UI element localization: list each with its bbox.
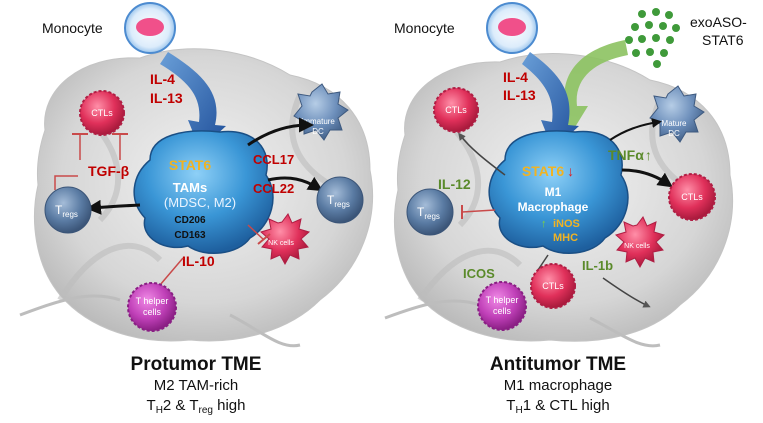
tam-to-treg-arrow-right — [267, 176, 324, 192]
il1b-label: IL-1b — [582, 258, 613, 273]
treg-cell-antitumor — [406, 188, 454, 236]
left-panel: Monocyte IL-4 IL-13 CTLs Immature DC STA… — [19, 2, 374, 348]
tam-inhibit-nk — [247, 224, 265, 241]
il12-label: IL-12 — [438, 176, 471, 192]
exoaso-particles — [625, 8, 680, 68]
il10-label: IL-10 — [182, 253, 215, 269]
thelper-cell-left — [127, 282, 177, 332]
ctls-label-right: CTLs — [681, 192, 703, 202]
right-panel: Monocyte exoASO- STAT6 IL-4 IL-13 CTLs M… — [384, 2, 747, 348]
il12-to-ctl-arrow — [458, 132, 506, 176]
treg-label-antitumor: Tregs — [417, 205, 440, 221]
ctl-cell-right — [668, 173, 716, 221]
tnfa-label: TNFα↑ — [608, 147, 652, 163]
thelper-label-1-right: T helper — [486, 295, 519, 305]
protumor-title: Protumor TME — [130, 354, 262, 375]
m1-inhibit-treg — [461, 209, 496, 213]
immature-dc-label-2: DC — [312, 127, 324, 136]
protumor-line-1: M2 TAM-rich — [153, 377, 239, 394]
nk-label-left: NK cells — [268, 240, 294, 247]
monocyte-cell-right — [486, 2, 538, 54]
monocyte-label-left: Monocyte — [42, 20, 103, 36]
ctls-label-bottom-right: CTLs — [542, 281, 564, 291]
ctl-cell-top-right — [433, 87, 479, 133]
thelper-label-1-left: T helper — [136, 296, 169, 306]
immature-dc-label-1: Immature — [301, 117, 335, 126]
il4-label-right: IL-4 — [503, 69, 528, 85]
exoaso-delivery-arrow — [552, 40, 628, 132]
antitumor-title: Antitumor TME — [489, 354, 627, 375]
ctl-cell-left — [79, 90, 125, 136]
tam-to-treg-arrow-left — [86, 199, 141, 215]
mature-dc-label-1: Mature — [662, 119, 687, 128]
m1-to-mature-dc-arrow — [609, 118, 662, 141]
m1-macrophage-cell — [488, 130, 629, 254]
monocyte-label-right: Monocyte — [394, 20, 455, 36]
monocyte-cell-left — [124, 2, 176, 54]
mature-dc-label-2: DC — [668, 129, 680, 138]
protumor-caption: Protumor TME M2 TAM-rich TH2 & Treg high — [46, 354, 346, 421]
exoaso-label-2: STAT6 — [702, 32, 744, 48]
il10-inhibit-thelper — [159, 257, 184, 286]
inos-up-arrow: ↑ — [541, 218, 547, 230]
m1-to-ctl-arrow — [621, 168, 673, 188]
treg-cell-right — [316, 176, 364, 224]
ctl-cell-bottom-right — [530, 263, 576, 309]
mdsc-m2-label: (MDSC, M2) — [164, 195, 236, 210]
thelper-label-2-left: cells — [143, 307, 162, 317]
macrophage-label: Macrophage — [518, 200, 589, 214]
m1-to-thelper-line — [537, 254, 549, 271]
antitumor-line-2: TH1 & CTL high — [506, 397, 610, 416]
cd206-label: CD206 — [174, 215, 206, 226]
cd163-label: CD163 — [174, 230, 206, 241]
nk-cell-left — [259, 213, 311, 266]
stat6-label-left: STAT6 — [169, 157, 211, 173]
stroma-fibers-left — [19, 294, 301, 348]
il1b-arrow — [602, 277, 651, 308]
treg-label-left: Tregs — [55, 203, 78, 219]
mhc-label: MHC — [553, 232, 578, 244]
ctls-label-top-right: CTLs — [445, 105, 467, 115]
tam-cell-left — [133, 130, 274, 254]
exoaso-label-1: exoASO- — [690, 14, 747, 30]
antitumor-caption: Antitumor TME M1 macrophage TH1 & CTL hi… — [408, 354, 708, 421]
differentiation-arrow-left — [160, 52, 226, 150]
ctls-label-left: CTLs — [91, 108, 113, 118]
mature-dc-cell — [649, 85, 705, 143]
nk-label-right: NK cells — [624, 243, 650, 250]
stat6-label-right: STAT6↓ — [522, 163, 574, 179]
thelper-cell-right — [477, 281, 527, 331]
tams-label: TAMs — [173, 180, 207, 195]
treg-cell-left — [44, 186, 92, 234]
ccl22-label: CCL22 — [253, 181, 294, 196]
nk-cell-right — [614, 216, 666, 269]
il13-label-right: IL-13 — [503, 87, 536, 103]
icos-label: ICOS — [463, 266, 495, 281]
treg-label-right: Tregs — [327, 193, 350, 209]
antitumor-line-1: M1 macrophage — [503, 377, 613, 394]
differentiation-arrow-right — [522, 52, 579, 150]
inos-label: iNOS — [553, 218, 580, 230]
m1-label: M1 — [545, 185, 562, 199]
il4-label-left: IL-4 — [150, 71, 175, 87]
tgfb-label: TGF-β — [88, 163, 130, 179]
protumor-line-2: TH2 & Treg high — [146, 397, 246, 416]
stroma-fibers-right — [384, 299, 661, 348]
tam-to-dc-arrow — [247, 117, 314, 147]
ccl17-label: CCL17 — [253, 152, 294, 167]
il13-label-left: IL-13 — [150, 90, 183, 106]
thelper-label-2-right: cells — [493, 306, 512, 316]
